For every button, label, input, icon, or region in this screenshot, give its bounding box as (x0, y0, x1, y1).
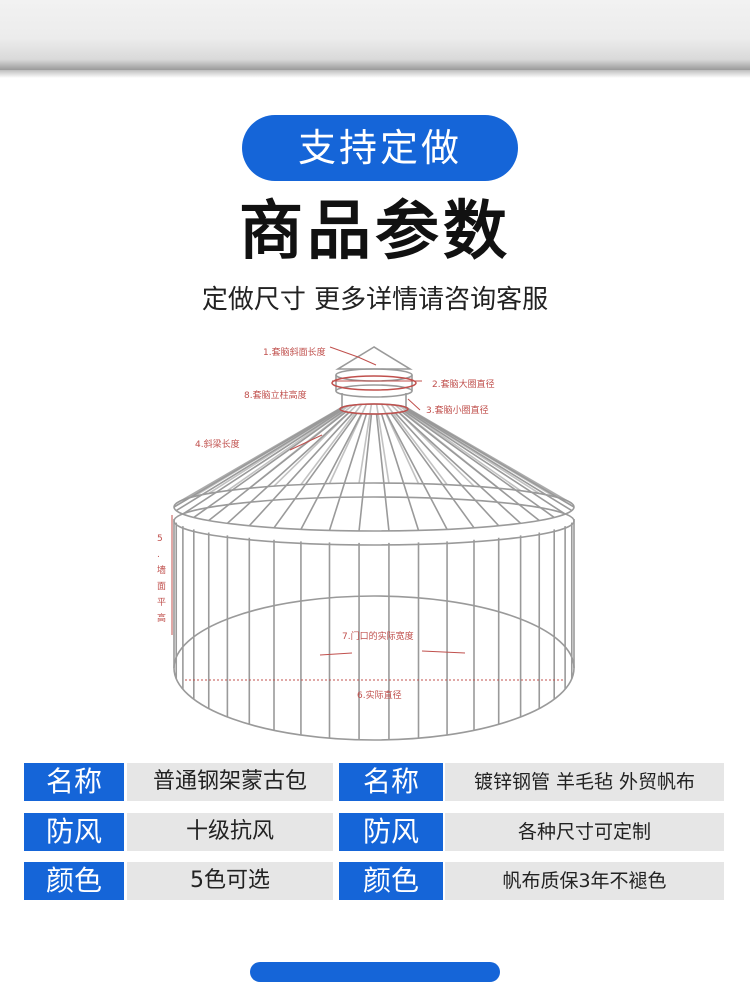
spec-label: 名称 (24, 763, 124, 801)
spec-label: 防风 (339, 813, 443, 851)
diagram-label-6: 6.实际直径 (357, 689, 402, 701)
spec-row: 颜色 5色可选 颜色 帆布质保3年不褪色 (24, 862, 724, 900)
spec-label: 名称 (339, 763, 443, 801)
diagram-label-5: 5.墙面平高 (157, 534, 166, 624)
spec-value: 各种尺寸可定制 (445, 813, 724, 851)
top-banner-band (0, 0, 750, 70)
spec-value: 帆布质保3年不褪色 (445, 862, 724, 900)
diagram-label-7: 7.门口的实际宽度 (342, 630, 414, 642)
spec-label: 颜色 (339, 862, 443, 900)
spec-label: 颜色 (24, 862, 124, 900)
spec-label: 防风 (24, 813, 124, 851)
banner-shadow (0, 70, 750, 78)
spec-value: 十级抗风 (127, 813, 333, 851)
diagram-label-4: 4.斜梁长度 (195, 438, 240, 450)
diagram-label-3: 3.套脑小圈直径 (426, 404, 489, 416)
custom-badge: 支持定做 (242, 115, 518, 181)
spec-value: 5色可选 (127, 862, 333, 900)
page-subtitle: 定做尺寸 更多详情请咨询客服 (201, 285, 549, 315)
spec-value: 镀锌钢管 羊毛毡 外贸帆布 (445, 763, 724, 801)
diagram-label-2: 2.套脑大圈直径 (432, 378, 495, 390)
diagram-label-8: 8.套脑立柱高度 (244, 389, 307, 401)
yurt-frame-diagram: 1.套脑斜面长度 2.套脑大圈直径 3.套脑小圈直径 8.套脑立柱高度 4.斜梁… (157, 346, 575, 741)
spec-row: 名称 普通钢架蒙古包 名称 镀锌钢管 羊毛毡 外贸帆布 (24, 763, 724, 801)
page-title: 商品参数 (239, 195, 511, 269)
diagram-label-1: 1.套脑斜面长度 (263, 346, 326, 358)
next-section-badge (250, 962, 500, 982)
spec-row: 防风 十级抗风 防风 各种尺寸可定制 (24, 813, 724, 851)
spec-value: 普通钢架蒙古包 (127, 763, 333, 801)
